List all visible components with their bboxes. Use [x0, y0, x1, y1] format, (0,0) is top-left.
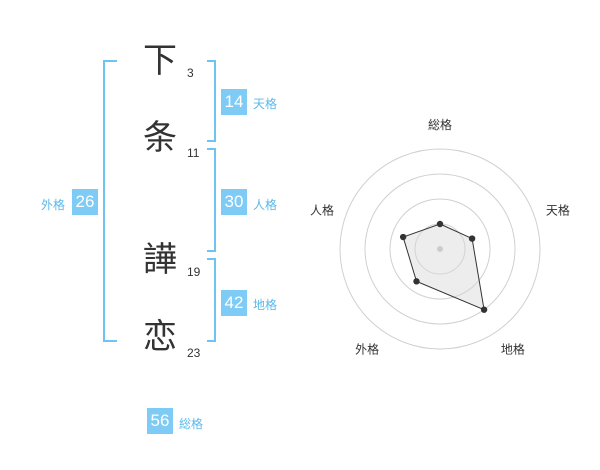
radar-ring	[339, 148, 541, 350]
radar-point-3	[480, 306, 488, 313]
gaikaku-bracket	[103, 60, 117, 342]
jinkaku-bracket	[207, 148, 216, 252]
gaikaku-value-badge: 26	[72, 189, 98, 215]
gaikaku-label: 外格	[41, 198, 66, 212]
jinkaku-label: 人格	[253, 198, 278, 212]
tenkaku-label: 天格	[253, 97, 278, 111]
radar-ring	[364, 173, 516, 325]
soukaku-value-badge: 56	[147, 408, 173, 434]
stroke-count-1: 3	[187, 66, 194, 80]
radar-axis-label: 総格	[428, 117, 452, 132]
radar-point-5	[399, 233, 407, 241]
radar-axis-label: 人格	[310, 203, 334, 218]
radar-axis-label: 天格	[546, 203, 570, 218]
radar-center-dot	[437, 246, 443, 252]
chikaku-bracket	[207, 258, 216, 342]
stroke-count-4: 23	[187, 346, 201, 360]
tenkaku-bracket	[207, 60, 216, 142]
radar-axis-label: 外格	[355, 341, 379, 356]
name-char-1: 下	[143, 41, 177, 81]
jinkaku-value-badge: 30	[221, 189, 247, 215]
radar-point-1	[436, 220, 444, 228]
name-char-4: 恋	[143, 317, 177, 357]
name-char-2: 条	[143, 118, 177, 158]
radar-ring	[389, 198, 491, 300]
name-char-3: 譁	[143, 240, 177, 280]
tenkaku-value-badge: 14	[221, 89, 247, 115]
chikaku-label: 地格	[253, 298, 278, 312]
stroke-count-3: 19	[187, 265, 201, 279]
soukaku-label: 総格	[179, 417, 204, 431]
radar-series-area	[402, 223, 485, 311]
chikaku-value-badge: 42	[221, 290, 247, 316]
radar-point-2	[468, 235, 476, 242]
stroke-count-2: 11	[187, 146, 200, 160]
radar-point-4	[413, 278, 420, 285]
radar-axis-label: 地格	[501, 341, 525, 356]
